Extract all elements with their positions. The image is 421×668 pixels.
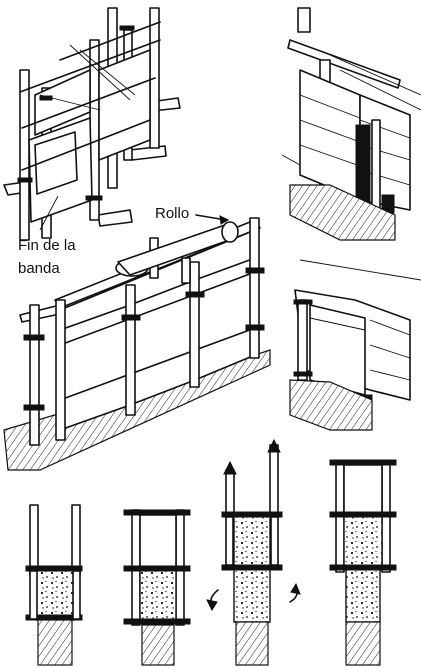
sequence-stage-2 — [123, 509, 191, 666]
wall-formwork-illustration — [3, 214, 271, 471]
end-formwork-illustration — [3, 7, 181, 241]
sequence-stage-3 — [206, 438, 301, 666]
band-end-label-line2: banda — [18, 260, 60, 277]
sequence-stage-1 — [25, 504, 83, 666]
end-box-illustration — [289, 259, 421, 431]
clamp-detail-illustration — [281, 7, 421, 241]
roll-label: Rollo — [155, 205, 189, 222]
band-end-label-line1: Fin de la — [18, 237, 76, 254]
sequence-stage-4 — [329, 459, 397, 666]
